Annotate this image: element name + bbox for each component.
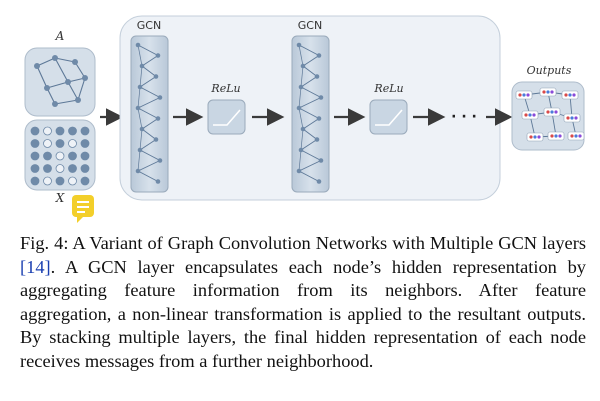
matrix-cell <box>30 151 40 161</box>
graph-node <box>137 147 143 153</box>
relu-2-block <box>369 99 408 135</box>
graph-node <box>135 105 141 111</box>
ellipsis: · · · <box>451 109 477 125</box>
graph-node <box>314 74 320 79</box>
graph-node <box>316 53 322 58</box>
matrix-cell <box>80 176 90 186</box>
graph-node <box>157 158 163 163</box>
matrix-cell <box>68 139 77 148</box>
caption-text-suffix: . A GCN layer encapsulates each node’s h… <box>20 256 586 371</box>
graph-node <box>300 63 306 69</box>
graph-node <box>298 147 304 153</box>
graph-node <box>296 42 302 48</box>
graph-node <box>316 179 322 184</box>
input-graph-label: A <box>55 29 65 43</box>
relu-1-label: ReLu <box>210 82 240 95</box>
relu-2-label: ReLu <box>373 82 403 95</box>
matrix-cell <box>30 126 40 136</box>
graph-node <box>314 137 320 142</box>
gcn-layer-1-block <box>130 35 169 193</box>
feature-matrix-label: X <box>55 191 65 205</box>
graph-node <box>318 158 324 163</box>
feature-matrix-x <box>24 119 96 191</box>
matrix-cell <box>80 164 90 173</box>
graph-node <box>296 105 302 111</box>
outputs-label: Outputs <box>527 64 572 77</box>
graph-node <box>135 42 141 48</box>
matrix-cell <box>43 151 52 161</box>
comment-note-icon[interactable] <box>72 195 94 223</box>
matrix-cell <box>30 139 40 148</box>
relu-1-block <box>207 99 246 135</box>
citation-link[interactable]: [14] <box>20 256 51 277</box>
gcn-layer-1-label: GCN <box>137 19 161 32</box>
gcn-layer-2-label: GCN <box>298 19 322 32</box>
matrix-cell <box>68 126 77 136</box>
matrix-cell <box>55 151 65 161</box>
outputs-graph <box>511 81 585 151</box>
graph-node <box>139 63 145 69</box>
matrix-cell <box>43 164 52 173</box>
graph-node <box>153 137 159 142</box>
matrix-cell <box>55 164 65 173</box>
figure-caption: Fig. 4: A Variant of Graph Convolution N… <box>20 232 586 374</box>
graph-node <box>318 95 324 100</box>
matrix-cell <box>43 139 52 148</box>
graph-node <box>155 53 161 58</box>
input-graph-a <box>24 47 96 117</box>
graph-node <box>139 126 145 132</box>
matrix-cell <box>68 176 77 186</box>
caption-text-prefix: Fig. 4: A Variant of Graph Convolution N… <box>20 233 586 253</box>
matrix-cell <box>55 126 65 136</box>
graph-node <box>135 168 141 174</box>
matrix-cell <box>68 164 77 173</box>
matrix-cell <box>30 176 40 186</box>
graph-node <box>296 168 302 174</box>
graph-node <box>155 116 161 121</box>
matrix-cell <box>80 151 90 161</box>
gcn-architecture-diagram: A X GCN <box>24 15 585 223</box>
graph-node <box>300 126 306 132</box>
matrix-cell <box>80 139 90 148</box>
matrix-cell <box>30 164 40 173</box>
matrix-cell <box>68 151 77 161</box>
matrix-cell <box>80 126 90 136</box>
matrix-cell <box>55 139 65 148</box>
graph-node <box>153 74 159 79</box>
graph-node <box>137 84 143 90</box>
graph-node <box>155 179 161 184</box>
matrix-cell <box>43 126 52 136</box>
graph-node <box>157 95 163 100</box>
gcn-layer-2-block <box>291 35 330 193</box>
graph-node <box>298 84 304 90</box>
matrix-cell <box>55 176 65 186</box>
graph-node <box>316 116 322 121</box>
matrix-cell <box>43 176 52 186</box>
